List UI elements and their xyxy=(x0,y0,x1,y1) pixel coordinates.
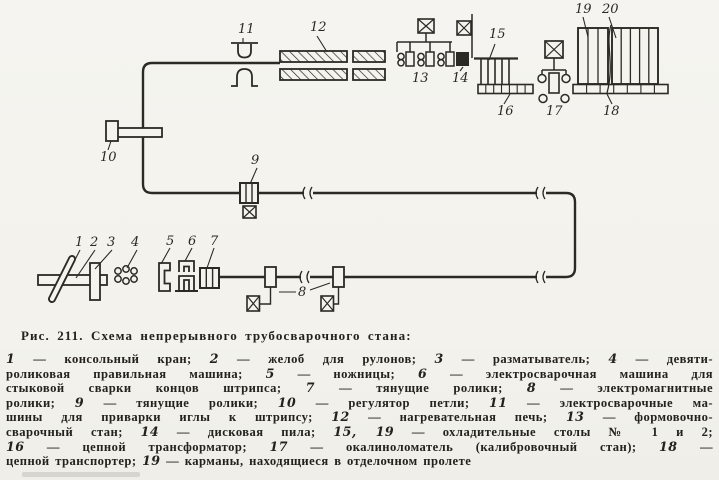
drive-motor-icon xyxy=(417,18,435,34)
electromagnetic-rollers xyxy=(246,266,345,312)
strip-path xyxy=(141,61,577,279)
part-label-17: 17 xyxy=(546,104,563,119)
pocket-group-20 xyxy=(611,27,659,85)
line-break-mark xyxy=(299,186,546,284)
legend-line: 1 — консольный кран; 2 — желоб для рулон… xyxy=(6,351,713,366)
figure-legend: 1 — консольный кран; 2 — желоб для рулон… xyxy=(6,351,714,469)
chain-conveyor-16 xyxy=(477,83,534,95)
tear-line xyxy=(606,24,612,94)
part-label-11: 11 xyxy=(238,22,255,37)
part-label-5: 5 xyxy=(166,234,175,249)
part-label-13: 13 xyxy=(412,71,429,86)
part-label-12: 12 xyxy=(310,20,327,35)
drive-motor-icon xyxy=(456,20,472,36)
part-label-9: 9 xyxy=(251,153,260,168)
part-label-15: 15 xyxy=(489,27,506,42)
part-label-2: 2 xyxy=(90,235,99,250)
part-label-4: 4 xyxy=(131,235,140,250)
part-label-18: 18 xyxy=(603,104,620,119)
butt-welding-machine xyxy=(175,260,198,292)
part-label-16: 16 xyxy=(497,104,514,119)
drive-motor-icon xyxy=(320,295,335,312)
legend-line: 16 — цепной трансформатор; 17 — окалинол… xyxy=(6,438,713,454)
part-label-1: 1 xyxy=(75,235,84,250)
pocket-group-19 xyxy=(577,27,609,85)
legend-line: роликовая правильная машина; 5 — ножницы… xyxy=(6,365,713,381)
legend-line: стыковой сварки концов штрипса; 7 — тяну… xyxy=(6,380,714,396)
forming-welding-mill xyxy=(396,18,455,67)
needle-welding-machines xyxy=(231,42,258,87)
pipe-welding-mill-diagram: 1 2 3 4 5 6 7 8 9 10 11 12 13 14 15 16 1… xyxy=(37,2,669,312)
drive-motor-icon xyxy=(242,205,257,219)
loop-regulator xyxy=(105,120,163,142)
legend-line: шины для приварки иглы к штрипсу; 12 — н… xyxy=(6,409,714,425)
uncoiler xyxy=(89,262,101,301)
figure-title: Рис. 211. Схема непрерывного трубосвароч… xyxy=(21,328,412,343)
pulling-rollers-7 xyxy=(199,267,220,289)
part-label-8: 8 xyxy=(298,285,307,300)
disk-saw xyxy=(456,14,473,66)
pulling-rollers-9 xyxy=(239,182,259,219)
part-label-14: 14 xyxy=(452,71,469,86)
drive-motor-icon xyxy=(246,295,261,312)
cantilever-crane xyxy=(48,255,76,303)
part-label-10: 10 xyxy=(100,150,117,165)
figure-caption: Рис. 211. Схема непрерывного трубосвароч… xyxy=(0,326,719,469)
chain-transporter xyxy=(572,83,669,95)
part-label-19: 19 xyxy=(575,2,592,17)
straightening-machine-rollers xyxy=(114,265,138,285)
cooling-table-1 xyxy=(474,57,518,84)
legend-line: ролики; 9 — тянущие ролики; 10 — регулят… xyxy=(6,394,713,410)
coil-chute xyxy=(37,274,108,286)
legend-line: сварочный стан; 14 — дисковая пила; 15, … xyxy=(6,423,714,439)
part-label-3: 3 xyxy=(107,235,116,250)
scan-artifact xyxy=(22,472,140,477)
part-label-7: 7 xyxy=(210,234,219,249)
roll-stand-rollers xyxy=(397,52,445,67)
heating-furnace xyxy=(279,50,386,81)
scale-breaker xyxy=(537,40,571,104)
part-label-20: 20 xyxy=(602,2,619,17)
legend-line: цепной транспортер; 19 — карманы, находя… xyxy=(6,453,472,469)
part-label-6: 6 xyxy=(188,234,197,249)
diagram-canvas xyxy=(37,14,669,312)
label-leader-lines xyxy=(60,16,617,293)
shears xyxy=(158,262,171,292)
drive-motor-icon xyxy=(544,40,564,59)
